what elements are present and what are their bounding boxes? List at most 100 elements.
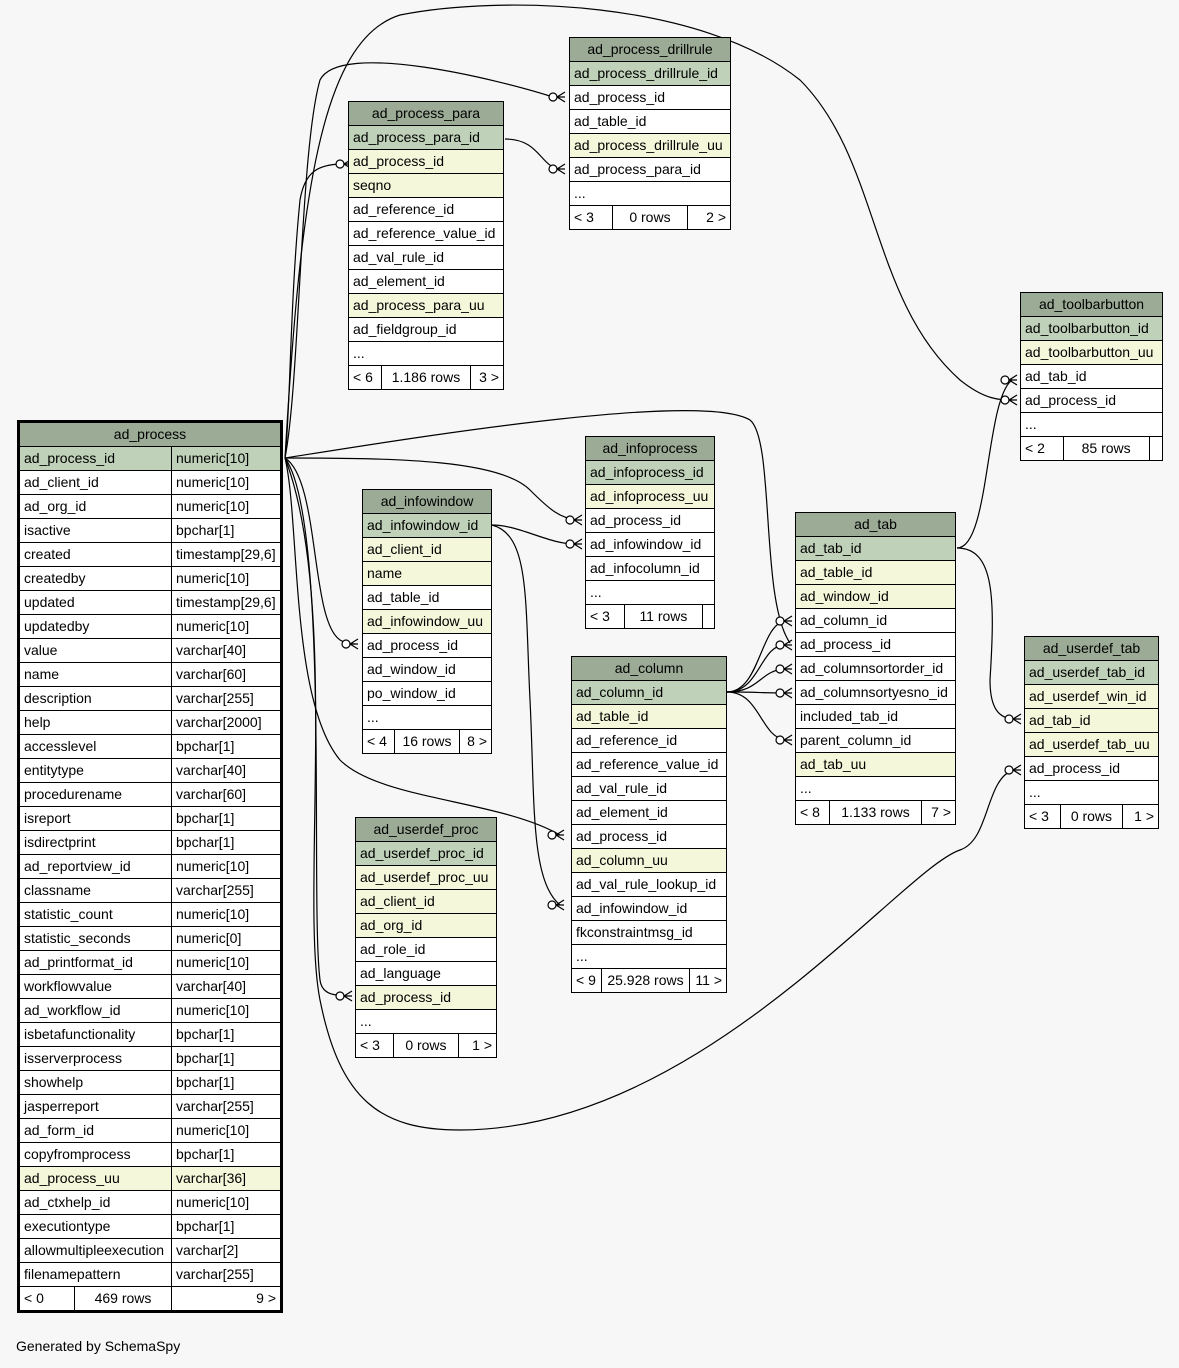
column-row[interactable]: ad_process_id [355,985,497,1010]
footer-parents-count[interactable]: < 3 [569,205,613,230]
column-row[interactable]: ... [569,181,731,206]
footer-children-count[interactable]: 11 > [689,968,727,993]
column-row[interactable]: ad_infoprocess_id [585,460,715,485]
column-row[interactable]: ad_infowindow_uu [362,609,492,634]
footer-children-count[interactable]: 9 > [171,1286,282,1312]
column-row[interactable]: ad_process_drillrule_id [569,61,731,86]
column-row[interactable]: ad_org_id [355,913,497,938]
footer-parents-count[interactable]: < 0 [18,1286,75,1312]
column-row[interactable]: ad_tab_id [1020,364,1163,389]
column-row[interactable]: seqno [348,173,504,198]
column-row[interactable]: ad_window_id [362,657,492,682]
column-row[interactable]: ad_reference_id [348,197,504,222]
column-row[interactable]: ad_fieldgroup_id [348,317,504,342]
column-row[interactable]: ... [1024,780,1159,805]
column-row[interactable]: ad_toolbarbutton_id [1020,316,1163,341]
column-row[interactable]: ad_table_id [569,109,731,134]
column-row[interactable]: ad_role_id [355,937,497,962]
column-row[interactable]: parent_column_id [795,728,956,753]
column-row[interactable]: ad_process_drillrule_uu [569,133,731,158]
column-row[interactable]: ad_userdef_proc_id [355,841,497,866]
column-row[interactable]: ad_process_id [795,632,956,657]
column-row[interactable]: ad_process_para_id [569,157,731,182]
footer-children-count[interactable]: 8 > [458,729,493,754]
column-row[interactable]: ad_toolbarbutton_uu [1020,340,1163,365]
column-row[interactable]: ad_process_id [571,824,727,849]
column-row[interactable]: ad_columnsortorder_id [795,656,956,681]
footer-row-count[interactable]: 469 rows [74,1286,172,1312]
footer-children-count[interactable]: 7 > [920,800,957,825]
footer-children-count[interactable]: 1 > [1122,804,1159,829]
column-row[interactable]: ad_element_id [571,800,727,825]
column-row[interactable]: ad_process_id [569,85,731,110]
table-title[interactable]: ad_infowindow [362,489,492,514]
column-row[interactable]: ... [795,776,956,801]
footer-row-count[interactable]: 0 rows [612,205,688,230]
footer-parents-count[interactable]: < 8 [794,800,831,825]
column-row[interactable]: ad_infoprocess_uu [585,484,715,509]
column-row[interactable]: ... [362,705,492,730]
column-row[interactable]: fkconstraintmsg_id [571,920,727,945]
footer-row-count[interactable]: 11 rows [624,604,703,629]
footer-parents-count[interactable]: < 3 [355,1033,394,1058]
footer-children-count[interactable]: 2 > [686,205,732,230]
column-row[interactable]: ad_val_rule_id [348,245,504,270]
footer-parents-count[interactable]: < 3 [584,604,626,629]
column-row[interactable]: included_tab_id [795,704,956,729]
footer-children-count[interactable] [1148,436,1164,461]
column-row[interactable]: ad_process_para_id [348,125,504,150]
footer-parents-count[interactable]: < 9 [571,968,602,993]
column-row[interactable]: ad_table_id [571,704,727,729]
column-row[interactable]: ad_reference_value_id [571,752,727,777]
column-row[interactable]: ad_column_id [795,608,956,633]
column-row[interactable]: ad_process_id [1020,388,1163,413]
table-title[interactable]: ad_process_para [348,101,504,126]
column-row[interactable]: ad_tab_uu [795,752,956,777]
column-row[interactable]: ad_val_rule_id [571,776,727,801]
footer-row-count[interactable]: 16 rows [394,729,460,754]
column-row[interactable]: ad_userdef_tab_id [1024,660,1159,685]
column-row[interactable]: ... [1020,412,1163,437]
footer-parents-count[interactable]: < 2 [1020,436,1064,461]
column-row[interactable]: ... [585,580,715,605]
column-row[interactable]: ad_val_rule_lookup_id [571,872,727,897]
table-title[interactable]: ad_userdef_tab [1024,636,1159,661]
column-row[interactable]: ad_infowindow_id [362,513,492,538]
column-row[interactable]: ... [571,944,727,969]
column-row[interactable]: ad_column_uu [571,848,727,873]
column-row[interactable]: ad_process_id [348,149,504,174]
column-row[interactable]: ad_infocolumn_id [585,556,715,581]
column-row[interactable]: ad_table_id [362,585,492,610]
column-row[interactable]: ad_columnsortyesno_id [795,680,956,705]
